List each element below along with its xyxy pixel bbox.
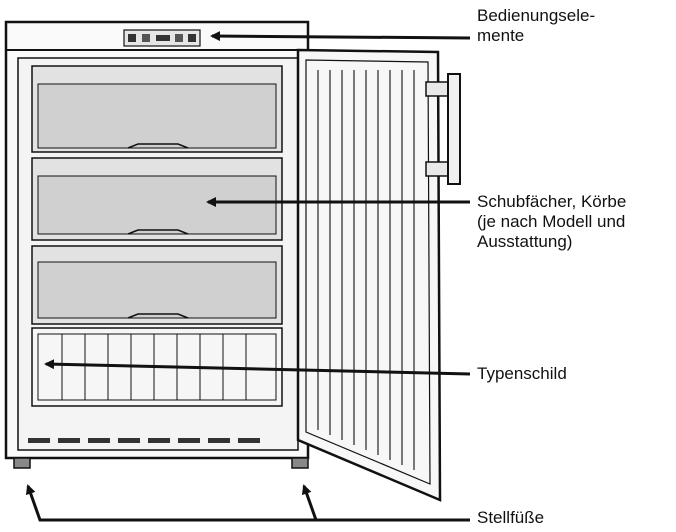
arrow-foot-left (25, 484, 470, 522)
label-feet: Stellfüße (477, 508, 544, 528)
leader-arrows (25, 31, 471, 522)
open-door (296, 48, 442, 502)
adjustable-feet (13, 457, 309, 469)
label-controls-line-1: Bedienungsele- (477, 6, 596, 25)
drawer-3 (31, 245, 283, 325)
arrow-type-plate (44, 359, 471, 376)
label-drawers-line-2: (je nach Modell und (477, 212, 626, 231)
label-controls: Bedienungsele- mente (477, 6, 595, 46)
drawer-2 (31, 157, 283, 241)
label-feet-line-1: Stellfüße (477, 508, 545, 527)
label-controls-line-2: mente (477, 26, 525, 45)
label-drawers-line-3: Ausstattung) (477, 232, 573, 251)
arrow-controls (210, 31, 471, 42)
label-drawers: Schubfächer, Körbe (je nach Modell und A… (477, 192, 626, 252)
door-ribs (317, 70, 415, 470)
control-panel (123, 29, 201, 47)
drawer-1 (31, 65, 283, 153)
label-drawers-line-1: Schubfächer, Körbe (477, 192, 627, 211)
door-handle (425, 73, 461, 185)
arrow-foot-right (301, 484, 470, 522)
label-type-plate: Typenschild (477, 364, 567, 384)
label-type-plate-line-1: Typenschild (477, 364, 567, 383)
bottom-vent (28, 438, 260, 443)
